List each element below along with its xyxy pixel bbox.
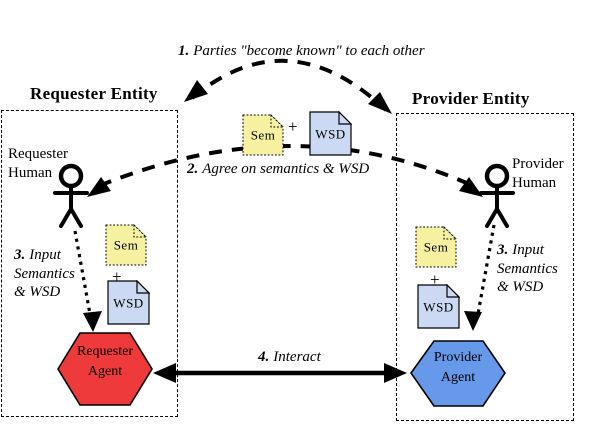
requester-human-line1: Requester (8, 146, 68, 162)
interact-arrow (153, 363, 407, 383)
step1-number: 1. (178, 43, 190, 59)
step3-requester-line3: & WSD (14, 284, 61, 300)
provider-human-figure (479, 163, 515, 228)
requester-agent-line1: Requester (77, 344, 133, 359)
provider-input-arrow (464, 224, 496, 331)
step3-requester-line2: Semantics (14, 265, 75, 282)
requester-wsd-document: WSD (107, 280, 150, 325)
provider-wsd-label: WSD (423, 299, 454, 315)
step4-label: 4.Interact (258, 348, 321, 367)
center-wsd-document: WSD (309, 111, 352, 156)
step3-provider-number: 3. (497, 242, 509, 258)
sem-doc-icon (105, 224, 147, 266)
center-sem-document: Sem (242, 114, 284, 156)
provider-entity-box (396, 113, 574, 421)
requester-human-label: Requester Human (8, 145, 68, 183)
step1-label: 1.Parties "become known" to each other (178, 42, 425, 61)
requester-human-figure (53, 163, 89, 228)
step4-text: Interact (273, 349, 321, 365)
center-wsd-label: WSD (315, 126, 346, 142)
provider-human-line2: Human (512, 175, 557, 191)
wsd-doc-icon (309, 111, 352, 156)
step2-agree-arrow (87, 144, 483, 197)
provider-agent-line1: Provider (433, 350, 483, 365)
provider-agent-line2: Agent (440, 370, 476, 385)
requester-sem-label: Sem (113, 237, 139, 253)
requester-agent-label: Requester Agent (58, 342, 152, 382)
step3-requester-line1: Input (29, 247, 61, 263)
provider-agent-label: Provider Agent (411, 348, 505, 388)
requester-wsd-label: WSD (113, 295, 144, 311)
step3-requester-number: 3. (14, 247, 26, 263)
step3-provider-label: 3.Input Semantics & WSD (497, 241, 558, 297)
provider-wsd-document: WSD (417, 284, 460, 329)
requester-entity-title: Requester Entity (30, 84, 158, 103)
step3-requester-label: 3.Input Semantics & WSD (14, 246, 75, 302)
provider-sem-label: Sem (423, 239, 449, 255)
requester-agent-hexagon (57, 332, 153, 406)
step2-label: 2.Agree on semantics & WSD (187, 160, 369, 179)
step3-provider-line3: & WSD (497, 279, 544, 295)
provider-sem-document: Sem (415, 226, 457, 268)
step3-provider-line1: Input (512, 242, 544, 258)
step4-number: 4. (258, 349, 270, 365)
requester-entity-box (1, 110, 178, 417)
sem-doc-icon (242, 114, 284, 156)
provider-agent-hexagon (410, 340, 506, 407)
provider-human-label: Provider Human (512, 155, 564, 193)
requester-human-line2: Human (8, 165, 53, 181)
wsd-doc-icon (417, 284, 460, 329)
center-sem-label: Sem (250, 127, 276, 143)
step2-number: 2. (187, 161, 199, 177)
provider-human-line1: Provider (512, 156, 564, 172)
center-plus: + (288, 117, 298, 136)
sem-doc-icon (415, 226, 457, 268)
requester-sem-document: Sem (105, 224, 147, 266)
step1-text: Parties "become known" to each other (193, 43, 425, 59)
provider-plus: + (430, 270, 440, 289)
wsd-doc-icon (107, 280, 150, 325)
requester-input-arrow (73, 230, 102, 332)
step3-provider-line2: Semantics (497, 260, 558, 277)
provider-entity-title: Provider Entity (412, 89, 530, 108)
requester-plus: + (112, 267, 122, 286)
step1-become-known-arrow (184, 58, 392, 114)
step2-text: Agree on semantics & WSD (202, 161, 370, 177)
requester-agent-line2: Agent (87, 364, 123, 379)
